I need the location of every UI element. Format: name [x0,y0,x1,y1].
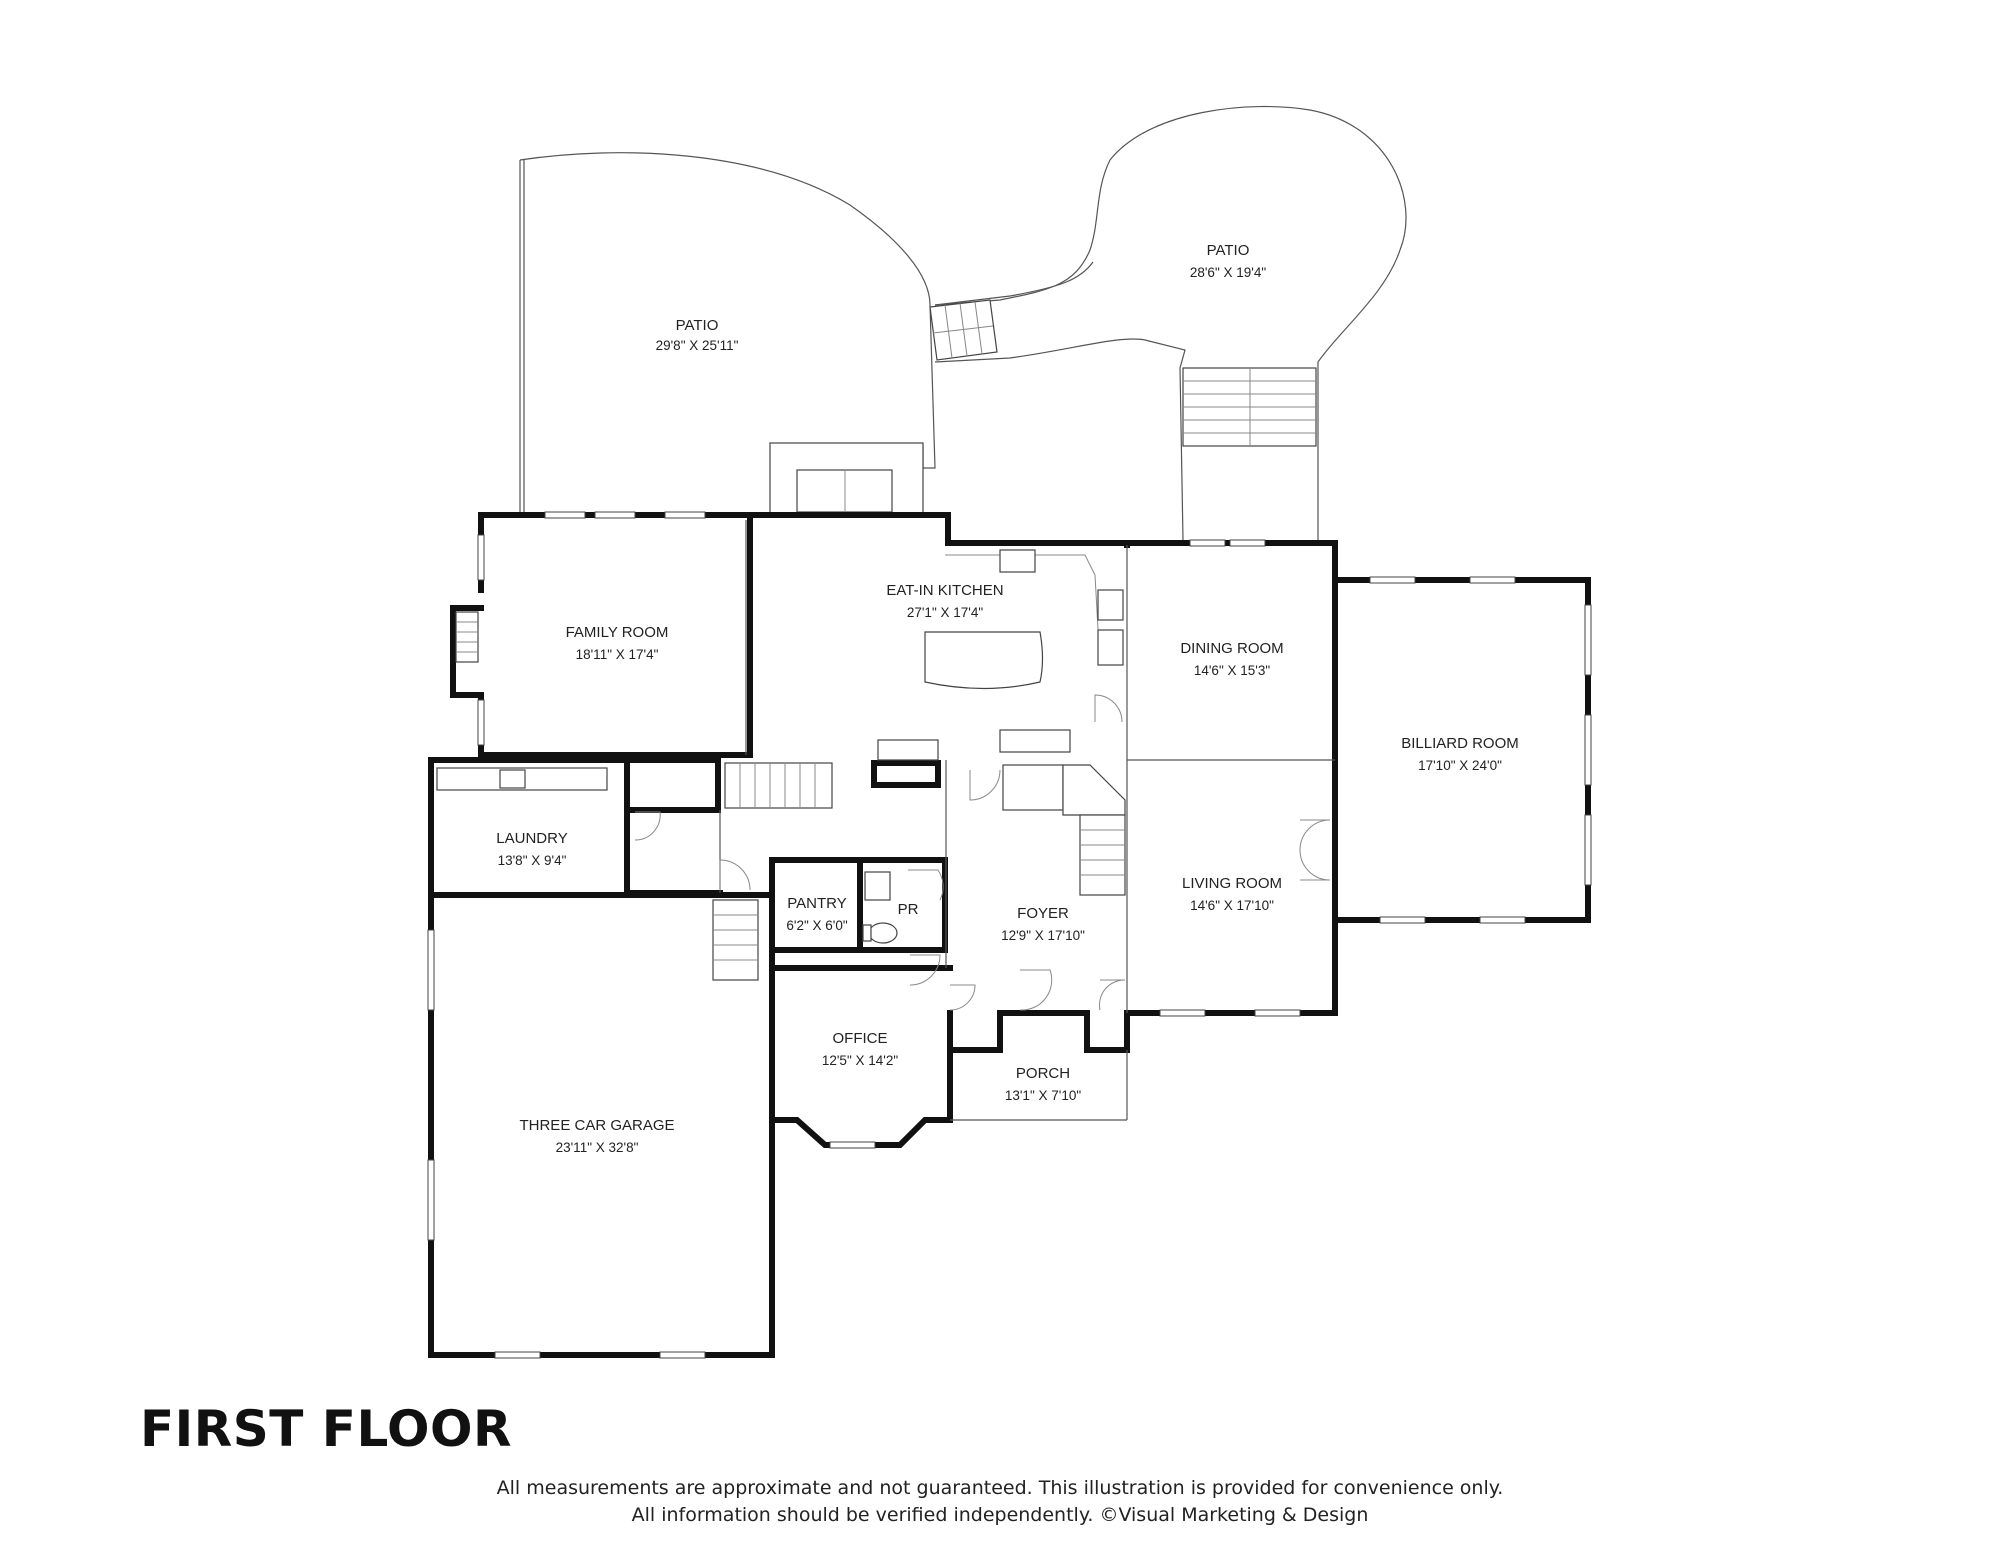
room-garage: THREE CAR GARAGE 23'11" X 32'8" [519,1117,674,1155]
patio-steps-small [929,299,998,361]
patio-left-outline [519,152,936,512]
room-foyer: FOYER 12'9" X 17'10" [1001,905,1085,943]
room-name: FAMILY ROOM [566,624,669,641]
patio-right-outline [934,105,1407,541]
room-name: LAUNDRY [496,830,567,847]
room-name: THREE CAR GARAGE [519,1117,674,1134]
patio-steps-large [1182,367,1317,447]
room-name: LIVING ROOM [1182,875,1282,892]
doors [634,694,1331,1011]
room-name: PORCH [1016,1065,1070,1082]
room-dims: 27'1" X 17'4" [907,605,984,620]
room-powder-room: PR [898,901,919,918]
room-name: EAT-IN KITCHEN [886,582,1003,599]
room-kitchen: EAT-IN KITCHEN 27'1" X 17'4" [886,582,1003,620]
room-patio-left: PATIO 29'8" X 25'11" [656,317,739,353]
room-office: OFFICE 12'5" X 14'2" [822,1030,899,1068]
room-name: DINING ROOM [1180,640,1283,657]
disclaimer-line-2: All information should be verified indep… [631,1504,1369,1526]
room-name: PATIO [676,317,719,334]
room-name: OFFICE [833,1030,888,1047]
room-name: BILLIARD ROOM [1401,735,1519,752]
windows [427,511,1592,1359]
laundry-counter [436,767,608,791]
room-dims: 12'9" X 17'10" [1001,928,1085,943]
room-dims: 14'6" X 17'10" [1190,898,1274,913]
stairs [712,762,1126,981]
room-name: PR [898,901,919,918]
room-dims: 23'11" X 32'8" [556,1140,639,1155]
disclaimer-line-1: All measurements are approximate and not… [496,1477,1504,1499]
room-dims: 6'2" X 6'0" [786,918,847,933]
room-dining-room: DINING ROOM 14'6" X 15'3" [1180,640,1283,678]
kitchen-rear-bay [769,442,924,514]
room-name: FOYER [1017,905,1069,922]
room-family-room: FAMILY ROOM 18'11" X 17'4" [566,624,669,662]
room-laundry: LAUNDRY 13'8" X 9'4" [496,830,567,868]
fireplace-icon [455,611,479,663]
room-dims: 29'8" X 25'11" [656,338,739,353]
powder-room-fixtures [862,871,898,944]
disclaimer: All measurements are approximate and not… [0,1475,2000,1529]
kitchen-counters [877,549,1124,761]
room-pantry: PANTRY 6'2" X 6'0" [786,895,847,933]
room-porch: PORCH 13'1" X 7'10" [1005,1065,1082,1103]
floor-title: FIRST FLOOR [140,1400,513,1458]
room-dims: 13'1" X 7'10" [1005,1088,1082,1103]
room-name: PANTRY [787,895,846,912]
room-dims: 28'6" X 19'4" [1190,265,1267,280]
room-dims: 13'8" X 9'4" [498,853,567,868]
room-living-room: LIVING ROOM 14'6" X 17'10" [1182,875,1282,913]
room-dims: 18'11" X 17'4" [576,647,659,662]
room-patio-right: PATIO 28'6" X 19'4" [1190,242,1267,280]
room-dims: 12'5" X 14'2" [822,1053,899,1068]
interior-partitions [719,520,1335,1121]
room-name: PATIO [1207,242,1250,259]
room-billiard-room: BILLIARD ROOM 17'10" X 24'0" [1401,735,1519,773]
room-dims: 14'6" X 15'3" [1194,663,1271,678]
room-dims: 17'10" X 24'0" [1418,758,1502,773]
